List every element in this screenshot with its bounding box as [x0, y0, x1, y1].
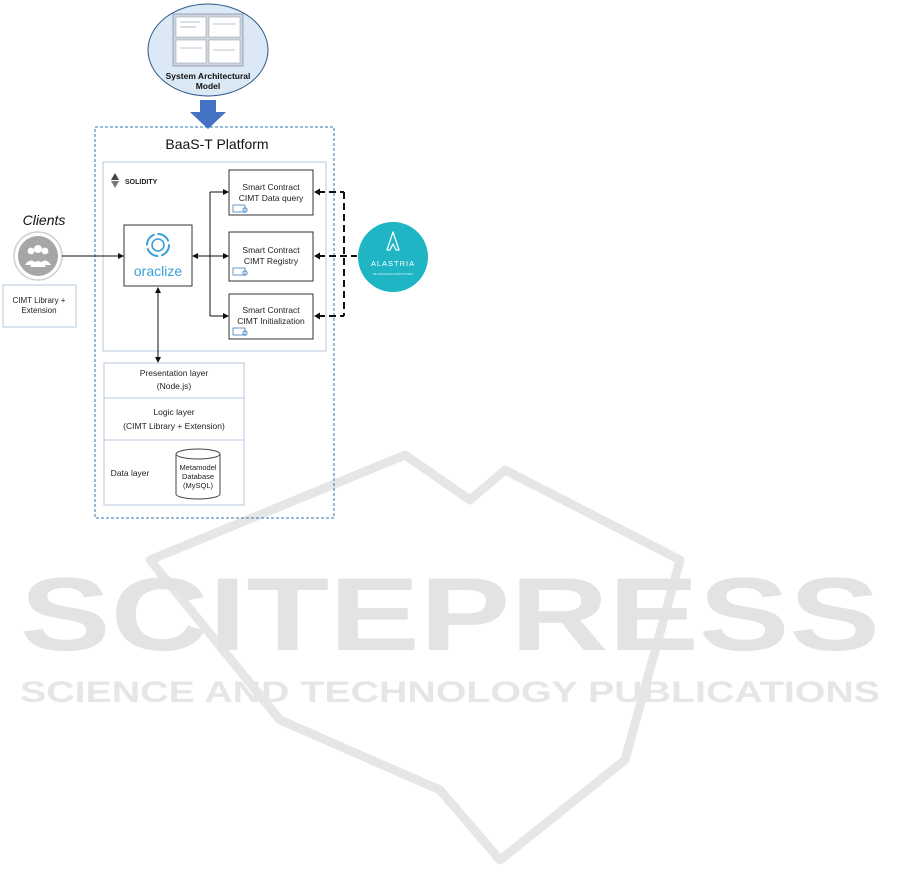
contract-1-line1: Smart Contract — [242, 182, 300, 192]
contract-1-line2: CIMT Data query — [239, 193, 304, 203]
oraclize-logo-icon — [146, 233, 170, 257]
clients-library-box — [2, 284, 77, 328]
arrowhead — [314, 188, 320, 196]
contracts-alastria-dashed-connector — [318, 191, 357, 317]
data-layer-label: Data layer — [111, 468, 150, 478]
clients-title: Clients — [23, 212, 66, 228]
alastria-sublabel: BLOCKCHAIN ECOSYSTEM — [373, 272, 413, 276]
clients-library-line2: Extension — [21, 306, 56, 315]
alastria-logo: ALASTRIA BLOCKCHAIN ECOSYSTEM — [358, 222, 428, 292]
database-line3: (MySQL) — [183, 481, 214, 490]
smart-contract-initialization: Smart Contract CIMT Initialization — [228, 293, 314, 340]
system-model: System Architectural Model — [147, 3, 269, 97]
database-line1: Metamodel — [179, 463, 216, 472]
watermark-main-text: SCITEPRESS — [20, 557, 880, 673]
contract-3-line2: CIMT Initialization — [237, 316, 305, 326]
logic-layer-line2: (CIMT Library + Extension) — [123, 421, 225, 431]
layers-stack — [103, 362, 245, 506]
contract-certificate-icon — [232, 267, 248, 276]
contract-2-line2: CIMT Registry — [244, 256, 299, 266]
contract-3-line1: Smart Contract — [242, 305, 300, 315]
model-to-platform-arrow — [190, 100, 226, 129]
arrowhead — [314, 312, 320, 320]
oraclize-label: oraclize — [134, 263, 182, 279]
contract-certificate-icon — [232, 204, 248, 213]
smart-contract-registry: Smart Contract CIMT Registry — [228, 231, 314, 282]
solidity-label: SOLIDITY — [125, 179, 158, 186]
presentation-layer-line2: (Node.js) — [157, 381, 192, 391]
smart-contract-data-query: Smart Contract CIMT Data query — [228, 169, 314, 216]
system-model-label-line2: Model — [196, 81, 221, 91]
alastria-circle — [358, 222, 428, 292]
alastria-rocket-icon — [386, 231, 400, 251]
logic-layer-line1: Logic layer — [153, 407, 194, 417]
presentation-layer-line1: Presentation layer — [140, 368, 209, 378]
clients-group-icon — [13, 231, 63, 281]
database-cylinder-icon — [175, 448, 221, 500]
database-line2: Database — [182, 472, 214, 481]
solidity-logo-icon — [111, 173, 119, 188]
platform-title: BaaS-T Platform — [165, 136, 268, 152]
contract-2-line1: Smart Contract — [242, 245, 300, 255]
alastria-label: ALASTRIA — [371, 259, 415, 268]
contract-certificate-icon — [232, 327, 248, 336]
watermark-sub-text: SCIENCE AND TECHNOLOGY PUBLICATIONS — [20, 676, 880, 709]
oraclize-box — [123, 224, 193, 287]
system-model-label-line1: System Architectural — [166, 71, 251, 81]
clients-library-line1: CIMT Library + — [13, 296, 66, 305]
arrowhead — [314, 252, 320, 260]
watermark-book-outline — [145, 450, 685, 865]
